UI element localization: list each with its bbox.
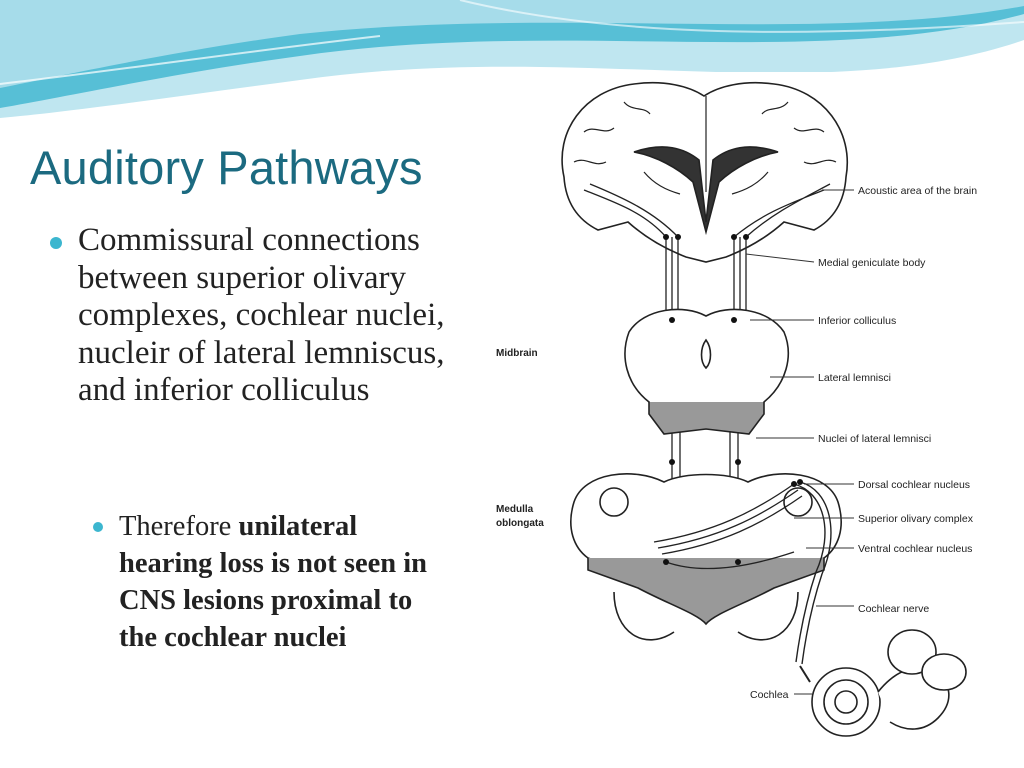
auditory-pathway-diagram: Acoustic area of the brain Medial genicu…: [494, 72, 996, 742]
label-leader-lines: [745, 189, 854, 695]
label-superior-olivary-complex: Superior olivary complex: [858, 513, 974, 525]
nucleus-markers: [663, 234, 803, 565]
sub-bullet-plain-text: Therefore: [119, 511, 239, 542]
label-ventral-cochlear-nucleus: Ventral cochlear nucleus: [858, 543, 972, 555]
sub-bullet-item: Therefore unilateral hearing loss is not…: [93, 508, 453, 656]
label-acoustic-area: Acoustic area of the brain: [858, 185, 977, 197]
label-cochlea: Cochlea: [750, 689, 789, 701]
slide-title: Auditory Pathways: [30, 141, 423, 194]
label-cochlear-nerve: Cochlear nerve: [858, 603, 929, 615]
bullet-item: Commissural connections between superior…: [50, 222, 470, 410]
sub-bullet-bold-text: unilateral hearing loss is not seen in C…: [119, 511, 428, 653]
medulla-section: [570, 473, 842, 641]
cochlear-nerve: [793, 481, 832, 665]
sub-bullet-text: Therefore unilateral hearing loss is not…: [119, 508, 453, 656]
region-medulla-line1: Medulla: [496, 504, 534, 515]
sub-bullet-dot-icon: [93, 522, 103, 532]
cochlea-drawing: [799, 629, 967, 737]
commissural-fibers: [653, 483, 803, 570]
region-medulla-line2: oblongata: [496, 518, 544, 529]
label-dorsal-cochlear-nucleus: Dorsal cochlear nucleus: [858, 479, 970, 491]
label-medial-geniculate-body: Medial geniculate body: [818, 257, 926, 269]
label-inferior-colliculus: Inferior colliculus: [818, 315, 896, 327]
header-wave-decoration: [0, 0, 1024, 118]
region-midbrain: Midbrain: [496, 348, 538, 359]
bullet-dot-icon: [50, 237, 62, 249]
midbrain-section: [624, 308, 790, 435]
label-lateral-lemnisci: Lateral lemnisci: [818, 372, 891, 384]
brain-coronal-section: [561, 81, 848, 263]
bullet-text: Commissural connections between superior…: [78, 222, 445, 408]
label-nuclei-lateral-lemnisci: Nuclei of lateral lemnisci: [818, 433, 931, 445]
